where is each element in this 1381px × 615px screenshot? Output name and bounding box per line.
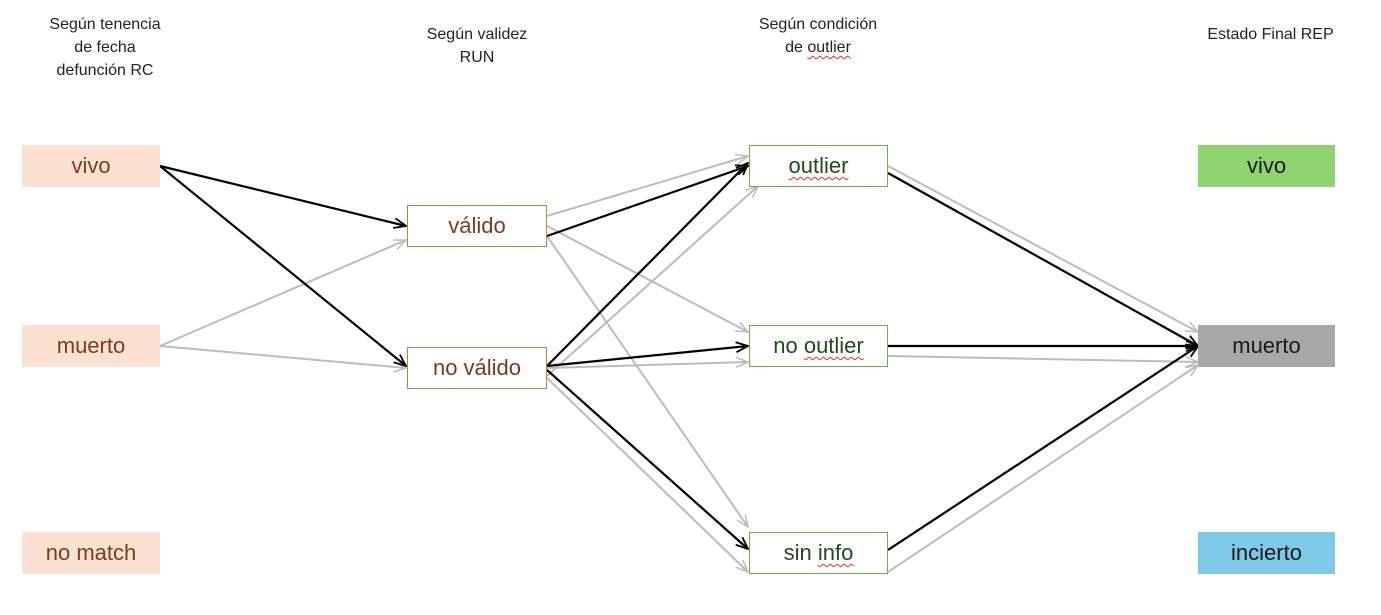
node-rc-no-match: no match bbox=[22, 532, 160, 574]
header-col3-line2: de outlier bbox=[733, 36, 903, 59]
header-col3-word: outlier bbox=[807, 39, 851, 56]
light-edges bbox=[159, 156, 1198, 573]
edge-outlier-muerto-dark bbox=[887, 172, 1198, 346]
edge-valido-outlier-dark bbox=[546, 166, 748, 238]
node-no-outlier-word: outlier bbox=[803, 333, 864, 358]
node-final-vivo: vivo bbox=[1198, 145, 1335, 187]
edge-muerto-novalido bbox=[159, 345, 406, 368]
node-rc-vivo: vivo bbox=[22, 145, 160, 187]
edge-novalido-nooutlier bbox=[546, 362, 748, 369]
node-outlier-label: outlier bbox=[788, 153, 849, 178]
edge-valido-outlier bbox=[546, 156, 748, 217]
edge-nooutlier-muerto bbox=[887, 355, 1198, 362]
header-col1: Según tenencia de fecha defunción RC bbox=[49, 16, 161, 79]
edge-valido-nooutlier bbox=[546, 225, 748, 332]
node-rc-muerto: muerto bbox=[22, 325, 160, 367]
node-run-valido: válido bbox=[407, 205, 547, 247]
node-no-outlier: no outlier bbox=[749, 325, 888, 367]
node-no-outlier-pre: no bbox=[773, 333, 804, 358]
edge-novalido-sininfo bbox=[546, 377, 748, 572]
edge-novalido-outlier bbox=[546, 186, 758, 377]
edge-novalido-sininfo-dark bbox=[546, 369, 748, 549]
header-col4: Estado Final REP bbox=[1207, 26, 1334, 43]
edge-outlier-muerto bbox=[887, 165, 1198, 332]
node-sin-info-pre: sin bbox=[783, 540, 818, 565]
edge-muerto-valido bbox=[159, 239, 406, 347]
node-sin-info: sin info bbox=[749, 532, 888, 574]
header-col3-pre: de bbox=[785, 39, 808, 56]
header-col3-line1: Según condición bbox=[758, 16, 878, 33]
edge-vivo-novalido bbox=[159, 165, 406, 366]
dark-edges bbox=[159, 163, 1198, 551]
edge-novalido-outlier-dark bbox=[546, 163, 748, 367]
edge-novalido-nooutlier-dark bbox=[546, 346, 748, 368]
edge-valido-sininfo bbox=[546, 235, 748, 527]
node-final-muerto: muerto bbox=[1198, 325, 1335, 367]
header-col3: Según condición de outlier bbox=[733, 13, 903, 59]
node-run-no-valido: no válido bbox=[407, 347, 547, 389]
header-col2: Según validez RUN bbox=[426, 26, 528, 66]
node-final-incierto: incierto bbox=[1198, 532, 1335, 574]
edge-vivo-valido bbox=[159, 164, 406, 226]
node-sin-info-word: info bbox=[817, 540, 854, 565]
node-outlier: outlier bbox=[749, 145, 888, 187]
edge-sininfo-muerto bbox=[887, 365, 1198, 573]
edge-sininfo-muerto-dark bbox=[887, 346, 1198, 551]
